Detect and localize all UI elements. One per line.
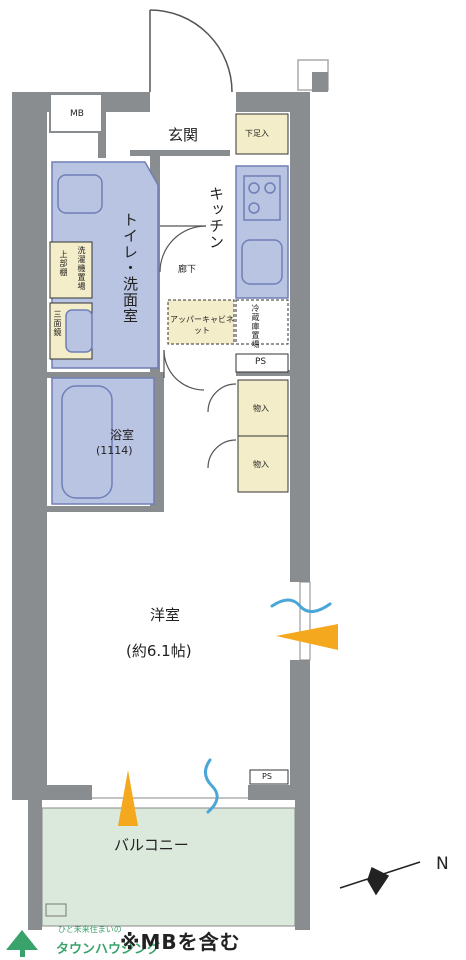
airflow-icon bbox=[204, 598, 332, 814]
brand-tagline: ひと未来住まいの bbox=[58, 925, 122, 934]
balcony-area bbox=[41, 807, 296, 927]
brand-logo bbox=[6, 930, 38, 957]
storage-2-label: 物入 bbox=[253, 460, 269, 469]
interior-doors bbox=[159, 225, 237, 469]
bathroom-label: 浴室 bbox=[110, 428, 135, 442]
right-window bbox=[299, 581, 311, 661]
balcony-label: バルコニー bbox=[114, 836, 189, 854]
cupboard-box bbox=[167, 299, 235, 345]
north-label: N bbox=[436, 854, 449, 874]
washer-box bbox=[49, 241, 93, 299]
mb-label: MB bbox=[70, 109, 84, 119]
entrance-label: 玄関 bbox=[168, 126, 199, 144]
mb-note: ※MBを含む bbox=[120, 930, 241, 954]
washroom-label: トイレ・洗面室 bbox=[121, 212, 139, 324]
ps-box-upper bbox=[235, 353, 289, 373]
kitchen-sink bbox=[241, 239, 283, 285]
washer-space-label: 洗濯機置場 bbox=[77, 246, 86, 291]
upper-shelf-label: 上部棚 bbox=[59, 250, 68, 277]
storage-box-1 bbox=[237, 379, 289, 437]
fridge-box bbox=[235, 299, 289, 345]
western-room-label: 洋室 bbox=[150, 606, 181, 624]
toilet-fixture bbox=[57, 174, 103, 214]
sunlight-icon bbox=[118, 624, 338, 826]
shoe-box bbox=[235, 113, 289, 155]
ps-box-lower bbox=[249, 769, 289, 785]
mb-box bbox=[49, 93, 103, 133]
hallway-label: 廊下 bbox=[178, 265, 197, 275]
compass-icon bbox=[339, 861, 421, 896]
ps-lower-label: PS bbox=[262, 772, 272, 781]
entrance-door bbox=[149, 9, 233, 93]
fridge-space-label: 冷蔵庫置場 bbox=[251, 304, 260, 349]
storage-1-label: 物入 bbox=[253, 404, 269, 413]
stove-icon bbox=[243, 175, 281, 221]
storage-box-2 bbox=[237, 435, 289, 493]
three-shelf-label: 三面鏡 bbox=[53, 310, 62, 337]
ps-upper-label: PS bbox=[255, 357, 267, 367]
brand-name: タウンハウジング bbox=[56, 942, 161, 957]
shoe-box-label: 下足入 bbox=[245, 129, 269, 138]
bathroom-size-label: (1114) bbox=[96, 444, 133, 457]
kitchen-label: キッチン bbox=[207, 186, 225, 250]
western-room-size-label: (約6.1帖) bbox=[126, 642, 192, 660]
cupboard-label: アッパーキャビネット bbox=[170, 315, 234, 335]
bathtub bbox=[61, 385, 113, 499]
